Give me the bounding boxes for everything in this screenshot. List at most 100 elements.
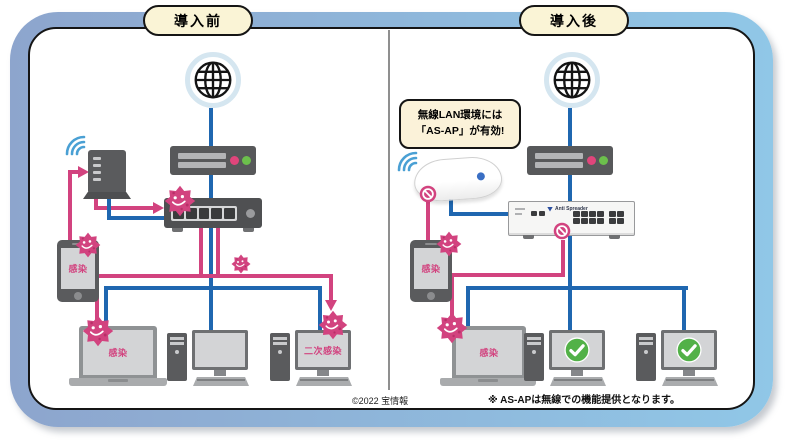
infection-path [95, 278, 99, 328]
tower-vent [170, 337, 184, 340]
footnote-text: ※ AS-APは無線での機能提供となります。 [488, 395, 680, 406]
infection-path [329, 278, 333, 300]
infection-label: 感染 [421, 264, 441, 274]
appliance-logo: Anti Spreader [547, 206, 588, 212]
infection-path [94, 194, 98, 210]
network-line [107, 194, 111, 220]
tower-vent [170, 342, 184, 345]
phone-home-button [427, 292, 435, 300]
ap-led [93, 171, 101, 174]
callout-line1: 無線LAN環境には [417, 109, 503, 121]
ap-led [93, 164, 101, 167]
globe-glyph [552, 60, 592, 100]
pc-tower [167, 333, 187, 381]
panel-divider [388, 30, 390, 390]
monitor-stand [571, 370, 583, 376]
prohibited-icon [553, 222, 571, 240]
appliance-brand: Anti Spreader [555, 206, 588, 212]
tower-vent [273, 337, 287, 340]
virus-icon [436, 231, 462, 257]
phone-home-button [74, 292, 82, 300]
ethernet-port [589, 218, 596, 224]
infection-path [450, 273, 565, 277]
monitor-stand [214, 370, 226, 376]
infection-path [94, 206, 156, 210]
tower-button [644, 350, 648, 354]
pc-monitor [192, 330, 248, 370]
laptop-base [69, 378, 167, 386]
tower-button [278, 350, 282, 354]
callout-bubble: 無線LAN環境には 「AS-AP」が有効! [399, 99, 521, 149]
network-line [449, 196, 453, 216]
phone-screen: 感染 [414, 248, 448, 289]
router-led-pink [587, 156, 596, 165]
infection-path [95, 274, 333, 278]
ap-logo-dot [476, 172, 486, 181]
appliance-port-block-8 [573, 211, 604, 224]
laptop-infected: 感染 [440, 326, 536, 386]
router-bar [178, 153, 226, 159]
device-foot [609, 235, 620, 239]
ethernet-port [224, 208, 235, 219]
wireless-router [83, 150, 131, 199]
ethernet-port [609, 211, 616, 217]
ethernet-port [573, 211, 580, 217]
pc-monitor-screen [664, 333, 714, 367]
ethernet-port [589, 211, 596, 217]
tower-button [532, 350, 536, 354]
tower-button [175, 350, 179, 354]
virus-icon [318, 310, 348, 340]
infection-arrow [78, 166, 89, 178]
network-line [209, 228, 213, 332]
device-foot [523, 235, 534, 239]
network-line [107, 216, 164, 220]
infection-label: 感染 [68, 264, 88, 274]
device-foot [172, 228, 183, 232]
network-line [568, 175, 572, 201]
infection-path [68, 170, 80, 174]
network-line [568, 234, 572, 290]
tower-vent [639, 342, 653, 345]
keyboard [193, 377, 249, 386]
tower-vent [527, 342, 541, 345]
pc-tower [636, 333, 656, 381]
before-tab-label: 導入前 [143, 5, 253, 36]
keyboard [296, 377, 352, 386]
pc-monitor: 二次感染 [295, 330, 351, 370]
phone-speaker [425, 243, 437, 245]
infection-arrow [153, 202, 164, 214]
desktop-pc-secondary-infected: 二次感染 [270, 330, 355, 388]
ethernet-port [573, 218, 580, 224]
pc-tower [270, 333, 290, 381]
router-bar [535, 153, 583, 159]
infection-path [426, 200, 430, 240]
appliance-logo-icon [547, 206, 553, 212]
infection-path [561, 240, 565, 277]
ethernet-port [597, 218, 604, 224]
network-line [209, 175, 213, 199]
device-foot [243, 228, 254, 232]
infection-path [68, 170, 72, 240]
desktop-pc-protected [636, 330, 721, 388]
monitor-stand [317, 370, 329, 376]
infection-path [199, 228, 203, 278]
tower-vent [639, 337, 653, 340]
callout-line2: 「AS-AP」が有効! [415, 124, 505, 137]
ethernet-port [211, 208, 223, 219]
keyboard [550, 377, 606, 386]
router-bar [178, 162, 226, 168]
appliance-port [539, 211, 545, 216]
ethernet-port [597, 211, 604, 217]
ethernet-port [617, 211, 624, 217]
secondary-infection-label: 二次感染 [303, 345, 342, 356]
internet-globe-icon [185, 52, 241, 108]
desktop-pc-protected [524, 330, 609, 388]
network-line [682, 290, 686, 332]
network-line [104, 290, 108, 328]
network-line [568, 290, 572, 332]
network-line [104, 286, 322, 290]
after-tab-label: 導入後 [519, 5, 629, 36]
check-circle-icon [564, 337, 590, 363]
ethernet-port [609, 218, 616, 224]
